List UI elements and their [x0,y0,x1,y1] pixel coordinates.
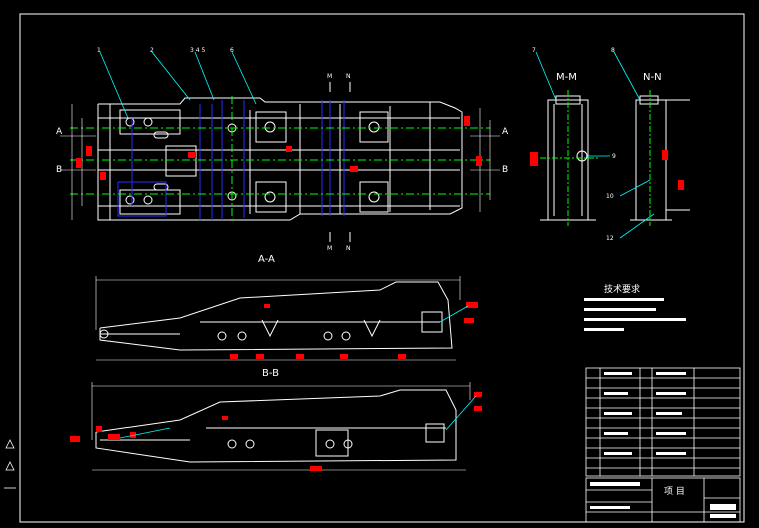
notes-title: 技术要求 [604,283,640,295]
balloon-12: 12 [606,235,614,242]
balloon-10: 10 [606,193,614,200]
section-aa-title: A-A [258,254,275,265]
section-bb [70,382,482,471]
cut-line-markers [329,82,351,242]
cut-mark-a-right: A [502,127,509,137]
left-edge-marks [4,439,16,489]
balloon-1: 1 [97,47,101,54]
balloon-2: 2 [150,47,154,54]
balloon-6: 6 [230,47,234,54]
section-bb-title: B-B [262,368,279,379]
balloon-3-4-5: 3 4 5 [190,47,205,54]
section-aa [95,276,478,361]
cut-mark-b-left: B [56,165,62,175]
view-mm [530,51,610,226]
cut-mark-n-bottom: N [346,245,351,252]
cut-mark-b-right: B [502,165,508,175]
cut-mark-a-left: A [56,127,63,137]
notes-body-lines [584,298,686,331]
cut-mark-m-top: M [327,73,332,80]
view-nn [613,51,690,239]
cut-mark-m-bottom: M [327,245,332,252]
balloon-8: 8 [611,47,615,54]
drawing-frame [19,13,745,523]
view-nn-title: N-N [643,72,662,83]
title-block-name: 项 目 [664,486,685,497]
cut-mark-n-top: N [346,73,351,80]
title-block-text-fills [590,372,736,518]
title-block [585,367,741,523]
balloon-7: 7 [532,47,536,54]
balloon-9: 9 [612,153,616,160]
view-mm-title: M-M [556,72,577,83]
plan-view [60,51,500,224]
